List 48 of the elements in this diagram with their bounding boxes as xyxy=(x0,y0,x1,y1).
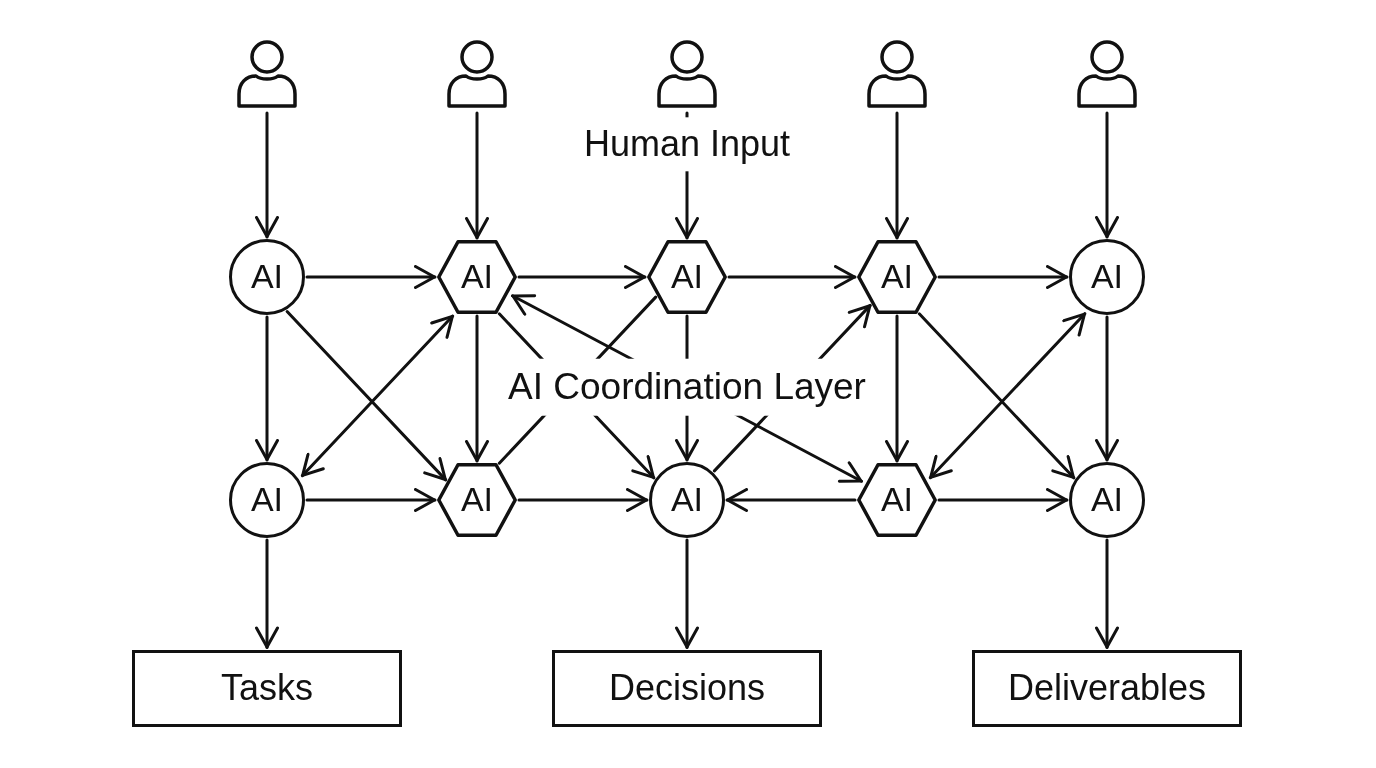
node-label: Deliverables xyxy=(1007,667,1207,709)
node-label: AI xyxy=(1090,257,1124,297)
output-box xyxy=(972,649,1242,727)
node-label: AI xyxy=(250,257,284,297)
hexagon-node xyxy=(437,240,517,314)
node-label: AI xyxy=(880,257,914,297)
arrow xyxy=(1095,111,1119,239)
arrow xyxy=(675,538,699,649)
arrow xyxy=(517,265,647,289)
arrow xyxy=(937,488,1069,512)
arrow xyxy=(300,314,455,478)
arrow xyxy=(305,488,437,512)
hexagon-node xyxy=(647,240,727,314)
arrow xyxy=(255,111,279,239)
node-label: AI xyxy=(670,257,704,297)
arrow xyxy=(727,265,857,289)
output-box xyxy=(552,649,822,727)
node-label: AI xyxy=(250,480,284,520)
node-label: AI xyxy=(460,480,494,520)
node-label: AI xyxy=(460,257,494,297)
node-label: Tasks xyxy=(221,667,313,709)
arrow xyxy=(305,265,437,289)
arrow xyxy=(255,315,279,462)
arrow xyxy=(937,265,1069,289)
hexagon-node xyxy=(857,240,937,314)
arrow xyxy=(465,111,489,240)
arrow xyxy=(885,111,909,240)
hexagon-node xyxy=(857,463,937,537)
arrow xyxy=(255,538,279,649)
output-box xyxy=(132,649,402,727)
hexagon-node xyxy=(437,463,517,537)
node-label: AI xyxy=(880,480,914,520)
circle-node xyxy=(649,462,725,538)
node-label: Decisions xyxy=(608,667,766,709)
person-icon xyxy=(866,40,928,108)
node-label: AI xyxy=(670,480,704,520)
arrow xyxy=(517,488,649,512)
arrow xyxy=(1095,538,1119,649)
arrow xyxy=(285,310,448,482)
person-icon xyxy=(446,40,508,108)
arrow xyxy=(465,314,489,463)
person-icon xyxy=(1076,40,1138,108)
node-label: AI xyxy=(1090,480,1124,520)
arrow xyxy=(885,314,909,463)
person-icon xyxy=(656,40,718,108)
person-icon xyxy=(236,40,298,108)
arrow xyxy=(1095,315,1119,462)
arrow xyxy=(725,488,857,512)
